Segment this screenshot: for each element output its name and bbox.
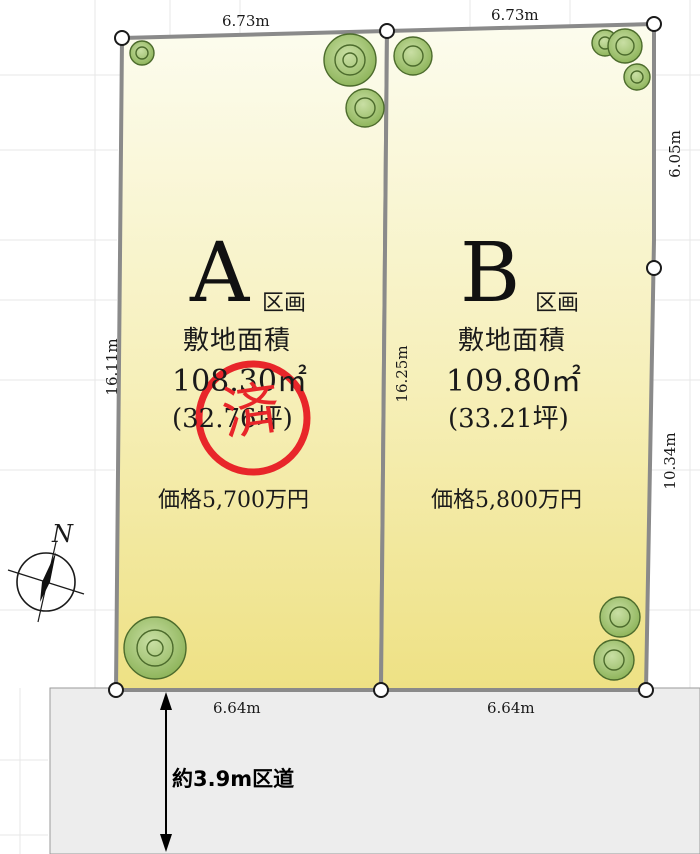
corner-point: [114, 30, 130, 46]
corner-point: [108, 682, 124, 698]
dimension-a-left: 16.11m: [103, 338, 121, 396]
dimension-b-right-upper: 6.05m: [666, 130, 684, 178]
compass-icon: [7, 541, 85, 623]
tree-icon: [599, 596, 641, 638]
dimension-b-bottom: 6.64m: [487, 699, 535, 717]
lot-b-price: 価格5,800万円: [431, 488, 582, 513]
tree-icon: [593, 639, 635, 681]
lot-b-kukaku: 区画: [535, 291, 580, 316]
trees: [123, 28, 651, 681]
lot-a-kukaku: 区画: [262, 291, 307, 316]
lot-b-area: [379, 22, 656, 692]
lot-b-area-tsubo: (33.21坪): [448, 404, 569, 434]
dimension-a-bottom: 6.64m: [213, 699, 261, 717]
tree-icon: [323, 33, 377, 87]
corner-point: [373, 682, 389, 698]
corner-point: [646, 260, 662, 276]
tree-icon: [123, 616, 187, 680]
dimension-b-top: 6.73m: [491, 6, 539, 24]
tree-icon: [393, 36, 433, 76]
dimension-a-top: 6.73m: [222, 12, 270, 30]
lot-b-area-title: 敷地面積: [458, 326, 567, 356]
lot-a-letter: A: [190, 226, 250, 321]
road: [49, 687, 700, 854]
lot-b-letter: B: [460, 226, 521, 321]
corner-points: [108, 16, 662, 698]
dimension-b-right-lower: 10.34m: [661, 432, 679, 490]
lot-a-area-tsubo: (32.76坪): [172, 404, 293, 434]
corner-point: [646, 16, 662, 32]
dimension-a-b-shared: 16.25m: [393, 345, 411, 403]
tree-icon: [607, 28, 643, 64]
lot-b-area-m2: 109.80㎡: [446, 364, 581, 399]
road-width-arrow: [160, 692, 172, 852]
corner-point: [638, 682, 654, 698]
road-label: 約3.9m区道: [172, 767, 295, 791]
lot-a-price: 価格5,700万円: [158, 488, 309, 513]
lot-a-area-title: 敷地面積: [183, 326, 292, 356]
lot-a-area-m2: 108.30㎡: [172, 364, 307, 399]
sold-stamp: [195, 360, 311, 476]
tree-icon: [129, 40, 155, 66]
corner-point: [379, 23, 395, 39]
tree-icon: [623, 63, 651, 91]
compass-north-label: N: [52, 520, 73, 548]
sold-stamp-label: 済: [217, 373, 285, 449]
tree-icon: [345, 88, 385, 128]
